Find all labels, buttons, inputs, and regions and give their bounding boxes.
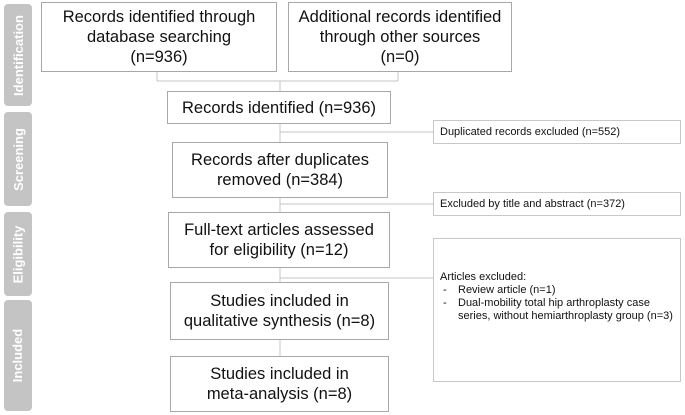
box-after-duplicates: Records after duplicates removed (n=384) xyxy=(172,142,388,198)
stage-included: Included xyxy=(4,300,32,411)
box-meta-analysis: Studies included in meta-analysis (n=8) xyxy=(170,356,389,412)
stage-screening: Screening xyxy=(4,112,32,206)
excluded-articles-title: Articles excluded: xyxy=(440,271,527,283)
excluded-articles-list: Review article (n=1) Dual-mobility total… xyxy=(440,284,674,323)
stage-eligibility: Eligibility xyxy=(4,212,32,296)
box-database-records: Records identified through database sear… xyxy=(41,2,277,72)
excluded-title-abstract: Excluded by title and abstract (n=372) xyxy=(433,192,681,216)
excluded-articles: Articles excluded: Review article (n=1) … xyxy=(433,238,681,382)
excluded-duplicates: Duplicated records excluded (n=552) xyxy=(433,120,681,144)
box-records-identified: Records identified (n=936) xyxy=(167,91,391,124)
stage-identification: Identification xyxy=(4,4,32,106)
box-other-sources: Additional records identified through ot… xyxy=(288,2,512,72)
box-qualitative-synthesis: Studies included in qualitative synthesi… xyxy=(170,282,389,340)
excluded-articles-item: Dual-mobility total hip arthroplasty cas… xyxy=(440,297,674,323)
excluded-articles-item: Review article (n=1) xyxy=(440,284,674,297)
box-fulltext-assessed: Full-text articles assessed for eligibil… xyxy=(168,212,390,268)
